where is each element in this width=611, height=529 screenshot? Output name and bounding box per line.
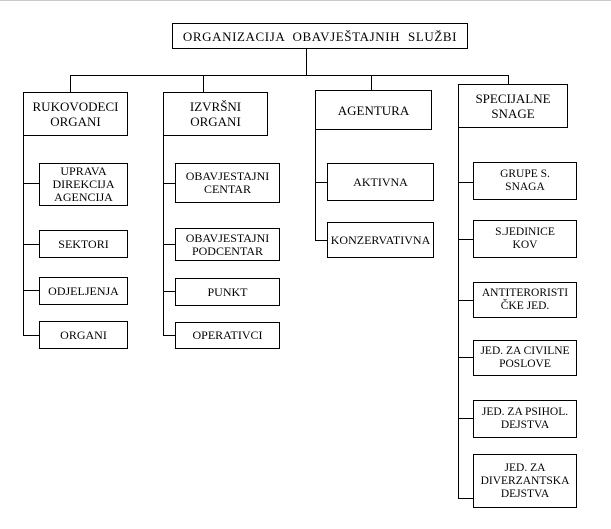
header-box-izvrsni-organi: IZVRŠNI ORGANI (163, 92, 268, 136)
box-sektori: SEKTORI (39, 230, 128, 258)
box-uprava-direkcija-agencija: UPRAVA DIREKCIJA AGENCIJA (39, 163, 128, 206)
box-obavjestajni-centar: OBAVJESTAJNI CENTAR (175, 163, 280, 203)
connector-drop-col1 (70, 75, 71, 92)
connector-stub (458, 239, 473, 240)
connector-stub (458, 182, 473, 183)
header-box-rukovodeci-organi: RUKOVODECI ORGANI (23, 92, 128, 136)
box-odjeljenja: ODJELJENJA (39, 277, 128, 305)
box-jedinice-za-psiholoska-dejstva: JED. ZA PSIHOL. DEJSTVA (473, 400, 577, 438)
connector-stub (23, 290, 39, 291)
header-box-specijalne-snage: SPECIJALNE SNAGE (458, 84, 568, 128)
connector-stub (163, 291, 175, 292)
box-jedinice-za-civilne-poslove: JED. ZA CIVILNE POSLOVE (473, 340, 577, 376)
box-antiteroristicke-jedinice: ANTITERORISTI ČKE JED. (473, 282, 577, 318)
box-operativci: OPERATIVCI (175, 322, 280, 349)
box-jedinice-za-diverzantska-dejstva: JED. ZA DIVERZANTSKA DEJSTVA (473, 454, 577, 508)
connector-stub (315, 182, 327, 183)
connector-stub (23, 183, 39, 184)
box-punkt: PUNKT (175, 278, 280, 306)
connector-title-drop (306, 49, 307, 75)
box-organi: ORGANI (39, 321, 128, 349)
box-grupe-s-snaga: GRUPE S. SNAGA (473, 162, 577, 200)
connector-stub (315, 240, 327, 241)
box-obavjestajni-podcentar: OBAVJESTAJNI PODCENTAR (175, 228, 280, 261)
connector-spine-col2 (163, 136, 164, 335)
connector-stub (458, 498, 473, 499)
header-box-agentura: AGENTURA (315, 90, 432, 130)
connector-crossbar (70, 75, 508, 76)
connector-stub (23, 244, 39, 245)
connector-spine-col4 (458, 128, 459, 498)
connector-spine-col3 (315, 130, 316, 240)
connector-stub (163, 183, 175, 184)
box-konzervativna: KONZERVATIVNA (327, 222, 434, 258)
top-divider-line (0, 0, 611, 1)
connector-drop-col3 (371, 75, 372, 90)
connector-stub (458, 418, 473, 419)
connector-stub (458, 357, 473, 358)
connector-spine-col1 (23, 136, 24, 335)
connector-drop-col2 (203, 75, 204, 92)
box-s-jedinice-kov: S.JEDINICE KOV (473, 220, 577, 258)
box-aktivna: AKTIVNA (327, 163, 434, 201)
chart-title: ORGANIZACIJA OBAVJEŠTAJNIH SLUŽBI (172, 23, 468, 49)
connector-stub (163, 244, 175, 245)
connector-stub (163, 335, 175, 336)
connector-stub (458, 300, 473, 301)
connector-drop-col4 (508, 75, 509, 84)
connector-stub (23, 335, 39, 336)
